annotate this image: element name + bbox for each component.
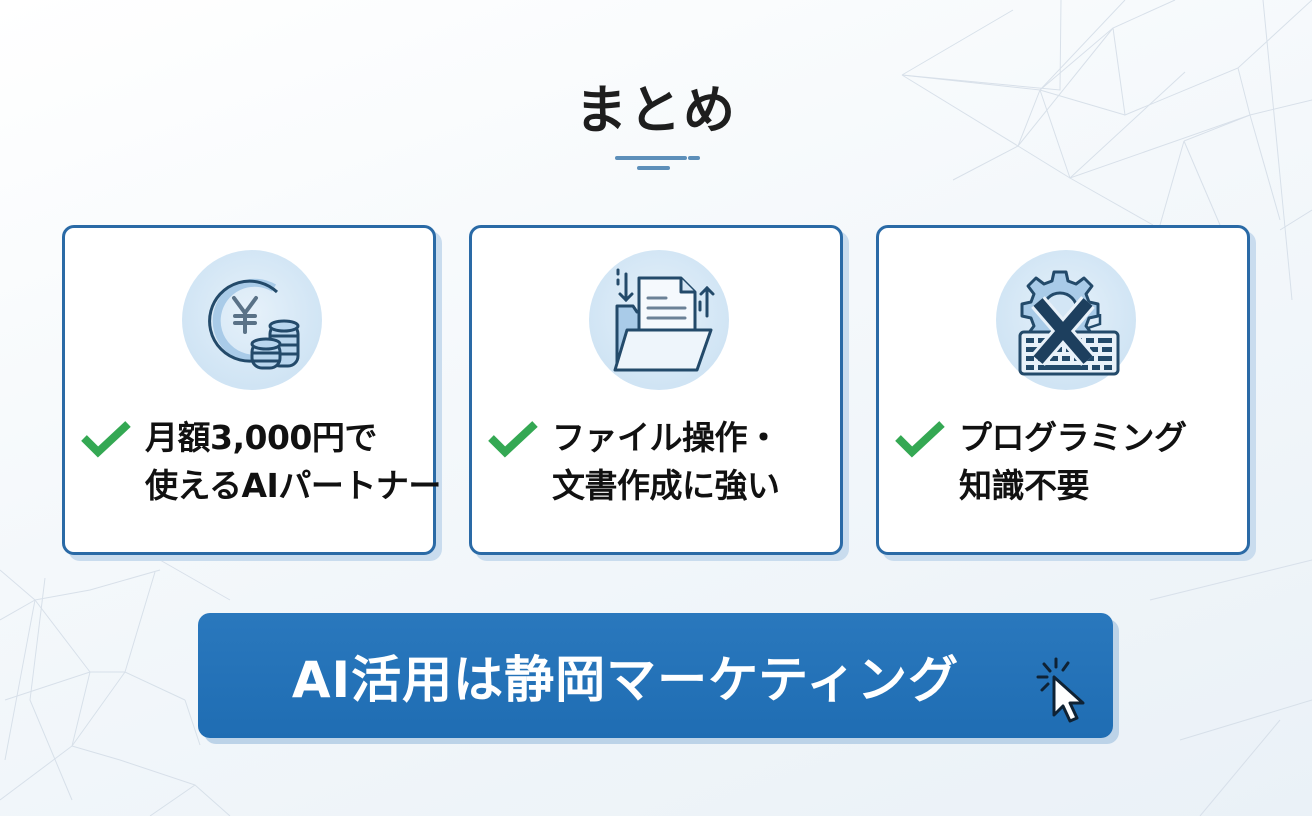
cta-button[interactable]: AI活用は静岡マーケティング [198, 613, 1113, 738]
no-coding-keyboard-icon [1018, 270, 1120, 376]
yen-coins-icon [208, 278, 300, 370]
feature-card-price: 月額3,000円で 使えるAIパートナー [62, 225, 441, 555]
page-title: まとめ [574, 81, 737, 141]
icon-badge [589, 250, 729, 390]
icon-badge [182, 250, 322, 390]
cta-button-label: AI活用は静岡マーケティング [291, 650, 960, 709]
card-text-line: 文書作成に強い [552, 466, 780, 505]
checkmark-icon [895, 421, 945, 458]
card-text-line: 月額3,000円で [145, 418, 377, 457]
card-text-line: 知識不要 [959, 466, 1089, 505]
icon-badge [996, 250, 1136, 390]
folder-document-icon [613, 268, 715, 372]
feature-card-no-programming: プログラミング 知識不要 [876, 225, 1250, 555]
cursor-click-icon [1036, 657, 1085, 723]
title-underline-decoration [615, 156, 700, 170]
checkmark-icon [81, 421, 131, 458]
feature-card-files: ファイル操作・ 文書作成に強い [469, 225, 843, 555]
card-text-line: 使えるAIパートナー [145, 466, 441, 505]
card-text-line: ファイル操作・ [552, 418, 780, 457]
checkmark-icon [488, 421, 538, 458]
card-text-line: プログラミング [959, 418, 1187, 457]
